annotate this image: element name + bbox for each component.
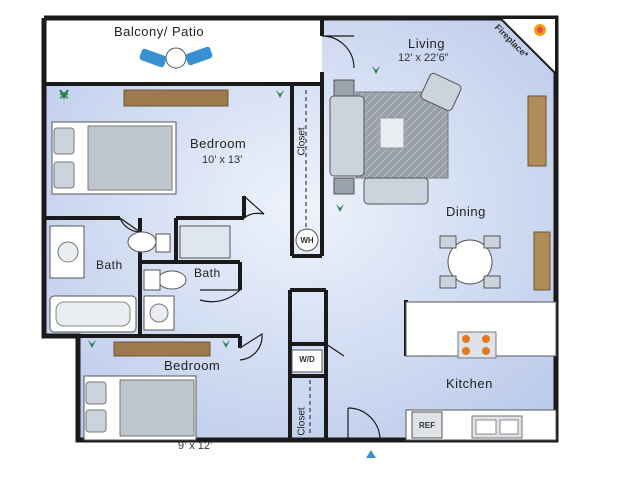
bath-fixtures	[49, 225, 231, 333]
wd-label: W/D	[299, 355, 315, 364]
bedroom2-furniture	[83, 341, 211, 441]
living-furniture	[329, 72, 547, 205]
plant-icons	[59, 66, 380, 348]
balcony-label: Balcony/ Patio	[114, 24, 205, 39]
bedroom2-dims: 9’ x 12’	[178, 440, 213, 452]
dining-label: Dining	[446, 204, 486, 219]
kitchen-fixtures	[291, 228, 557, 441]
interior-walls	[44, 18, 408, 440]
bedroom2-door	[239, 332, 263, 361]
closet2-label: Closet	[296, 407, 308, 436]
bedroom1-door	[243, 195, 265, 219]
bath2-door	[199, 289, 242, 303]
entry-arrow	[366, 450, 376, 458]
bath1-label: Bath	[96, 258, 123, 272]
dining-furniture	[439, 231, 551, 291]
bedroom1-label: Bedroom	[190, 136, 247, 151]
wd-door	[325, 343, 345, 357]
living-label: Living	[408, 36, 445, 51]
kitchen-label: Kitchen	[446, 376, 493, 391]
doors	[119, 35, 381, 441]
balcony-door	[321, 35, 355, 69]
closet-rods	[305, 90, 311, 436]
bedroom1-furniture	[51, 89, 229, 195]
flame-icon	[534, 24, 546, 36]
wh-label: WH	[300, 236, 314, 245]
bedroom1-dims: 10’ x 13’	[202, 154, 243, 166]
balcony-furniture	[139, 46, 213, 69]
ref-label: REF	[419, 421, 435, 430]
living-dims: 12’ x 22’6”	[398, 52, 449, 64]
closet1-label: Closet	[296, 127, 308, 156]
bath2-label: Bath	[194, 266, 221, 280]
bedroom2-label: Bedroom	[164, 358, 221, 373]
entry-door	[347, 407, 381, 441]
